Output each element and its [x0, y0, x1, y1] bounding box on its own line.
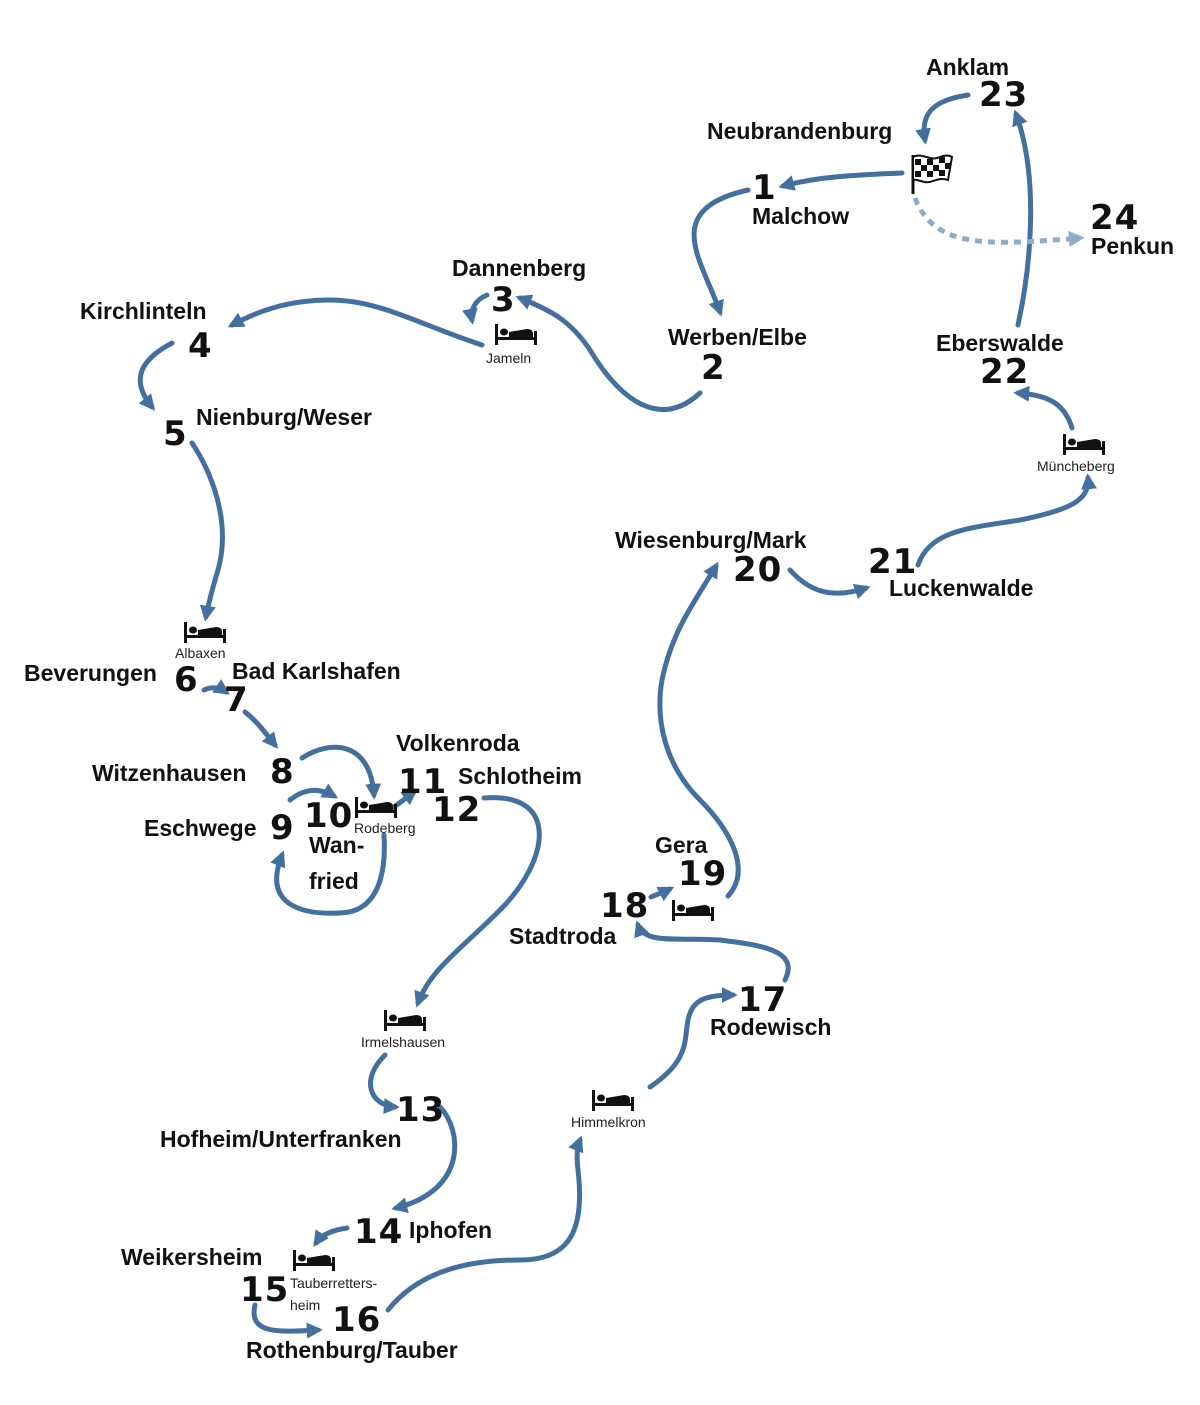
route-schlotheim-irmelshausen [414, 795, 542, 1008]
stage-number: 14 [354, 1212, 404, 1252]
route-gera-wiesenburg [657, 561, 741, 899]
route-weikersheim-rothenburg [251, 1302, 323, 1339]
city-label: Hofheim/Unterfranken [160, 1126, 402, 1152]
bed-icon [355, 797, 397, 818]
stage-number: 16 [332, 1300, 382, 1340]
stage-number: 12 [432, 790, 482, 830]
route-hofheim-iphofen [391, 1104, 458, 1214]
route-nienburg-albaxen [189, 440, 225, 622]
city-label: Witzenhausen [92, 760, 247, 786]
stage-number: 22 [980, 352, 1030, 392]
route-eberswalde-anklam [1012, 109, 1034, 328]
city-label: Luckenwalde [889, 575, 1034, 601]
stage-number: 6 [174, 660, 199, 700]
stage-number: 20 [733, 550, 783, 590]
stage-number: 17 [738, 980, 788, 1020]
city-label: Weikersheim [121, 1244, 263, 1270]
city-label: Beverungen [24, 660, 157, 686]
route-anklam-neubrandenburg [915, 92, 971, 145]
overnight-label: Müncheberg [1037, 458, 1115, 474]
city-label: Anklam [926, 54, 1010, 80]
route-stadtroda-gera [648, 886, 675, 902]
route-rothenburg-himmelkron [385, 1135, 584, 1313]
bed-icon [1063, 434, 1105, 455]
city-label: Penkun [1091, 233, 1175, 259]
city-label: Rothenburg/Tauber [246, 1337, 458, 1363]
city-label: Eschwege [144, 815, 257, 841]
bed-icon [293, 1250, 335, 1271]
route-irmelshausen-hofheim [368, 1052, 400, 1115]
stage-number: 19 [678, 854, 728, 894]
route-luckenwalde-muencheberg [915, 473, 1097, 568]
stage-number: 9 [270, 808, 295, 848]
city-label: Nienburg/Weser [196, 404, 372, 430]
overnight-label: Rodeberg [354, 820, 416, 836]
route-werben-dannenberg [515, 294, 703, 412]
stage-number: 7 [224, 680, 249, 720]
route-himmelkron-rodewisch [647, 987, 738, 1090]
route-kirchlinteln-nienburg [137, 340, 175, 411]
stage-number: 11 [398, 762, 448, 802]
stage-number: 5 [163, 414, 188, 454]
route-dannenberg-jameln [461, 292, 490, 325]
checkered-flag-icon [911, 154, 954, 194]
stage-number: 1 [752, 168, 777, 208]
city-label: Iphofen [409, 1217, 493, 1243]
overnight-label: Jameln [486, 350, 532, 366]
city-label: Dannenberg [452, 255, 587, 281]
overnight-label: Irmelshausen [361, 1034, 446, 1050]
stage-number: 18 [600, 886, 650, 926]
overnight-label: Tauberretters- [290, 1275, 378, 1291]
city-label: Wiesenburg/Mark [615, 527, 807, 553]
city-label: Eberswalde [936, 330, 1064, 356]
route-iphofen-tauberrettersheim [313, 1225, 350, 1247]
route-bad-karlshafen-witzenhausen [242, 709, 279, 749]
route-rodewisch-stadtroda [634, 920, 791, 983]
bed-icon [184, 622, 226, 643]
stage-number: 13 [396, 1090, 446, 1130]
stage-number: 2 [701, 348, 726, 388]
stage-number: 8 [270, 752, 295, 792]
city-label: Malchow [752, 203, 850, 229]
bed-icon [672, 900, 714, 921]
city-label: Kirchlinteln [80, 298, 207, 324]
bed-icon [592, 1090, 634, 1111]
stage-number: 23 [979, 75, 1029, 115]
bed-icon [384, 1010, 426, 1031]
route-beverungen-bad-karlshafen [201, 679, 230, 695]
city-label: Werben/Elbe [668, 324, 807, 350]
city-label: Stadtroda [509, 923, 617, 949]
city-label: Rodewisch [710, 1014, 832, 1040]
overnight-label: heim [290, 1297, 321, 1313]
stage-number: 3 [491, 280, 516, 320]
route-rodeberg-volkenroda [389, 789, 418, 811]
finish-city-label: Neubrandenburg [707, 118, 893, 144]
stage-number: 10 [304, 796, 354, 836]
route-witzenhausen-rodeberg [299, 744, 382, 800]
route-jameln-kirchlinteln [227, 297, 485, 348]
stage-number: 24 [1090, 198, 1140, 238]
stage-number: 21 [868, 542, 918, 582]
stage-number: 15 [240, 1270, 290, 1310]
bed-icon [495, 324, 537, 345]
overnight-label: Albaxen [175, 645, 226, 661]
city-label: Volkenroda [396, 730, 520, 756]
route-neubrandenburg-penkun [912, 197, 1085, 247]
city-label: Bad Karlshafen [232, 658, 401, 684]
route-neubrandenburg-malchow [778, 170, 905, 191]
city-label: fried [309, 868, 359, 894]
route-muencheberg-eberswalde [1013, 385, 1075, 431]
city-label: Schlotheim [458, 763, 582, 789]
stage-number: 4 [188, 326, 213, 366]
route-wiesenburg-luckenwalde [787, 567, 871, 600]
overnight-label: Himmelkron [571, 1114, 646, 1130]
route-malchow-werben [691, 187, 751, 317]
city-label: Gera [655, 832, 708, 858]
city-label: Wan- [309, 832, 365, 858]
route-wanfried-eschwege [270, 832, 387, 916]
route-eschwege-wanfried [287, 783, 339, 803]
